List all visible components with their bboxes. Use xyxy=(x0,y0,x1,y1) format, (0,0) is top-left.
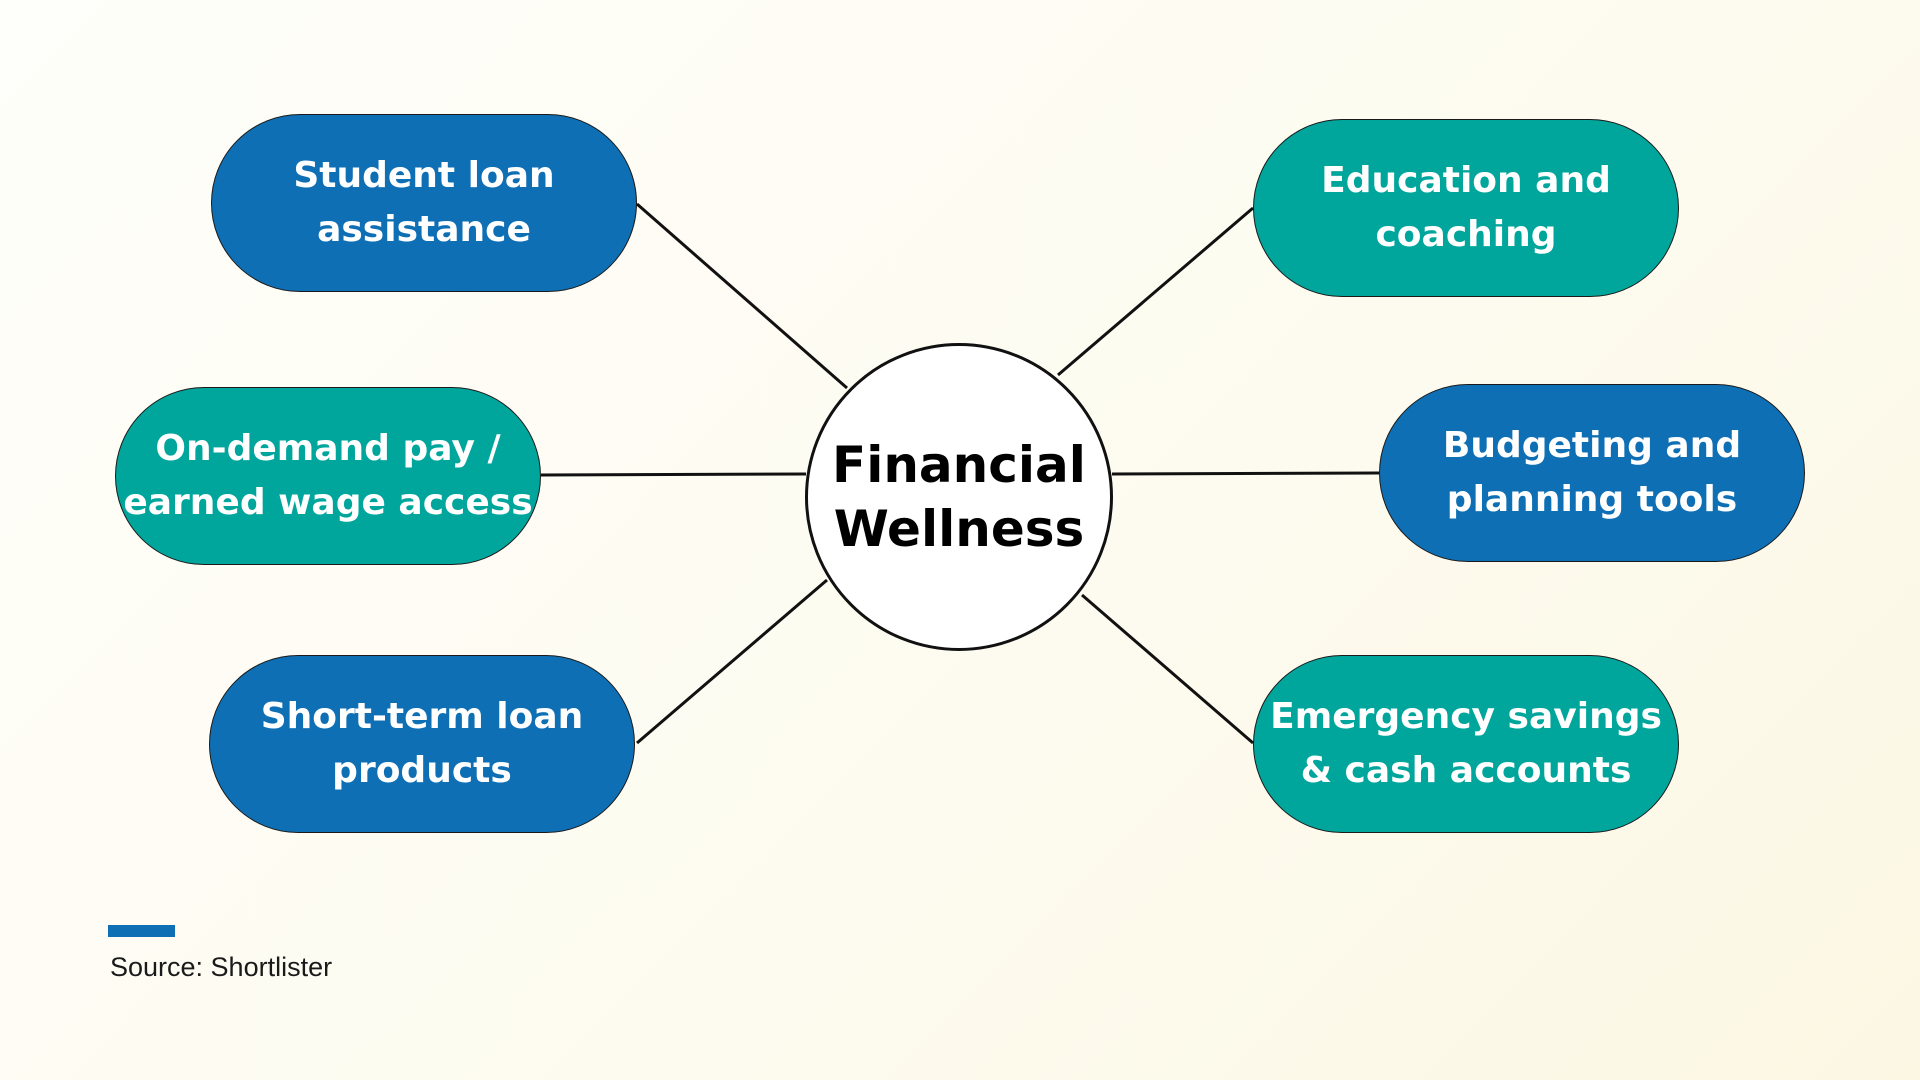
node-education-coaching: Education and coaching xyxy=(1253,119,1679,297)
connector-on-demand-pay xyxy=(540,472,807,477)
node-short-term-loan: Short-term loan products xyxy=(209,655,635,833)
node-label: planning tools xyxy=(1446,479,1738,520)
node-label: Emergency savings xyxy=(1270,696,1662,737)
center-label: Wellness xyxy=(833,500,1085,558)
node-student-loan-assistance: Student loan assistance xyxy=(211,114,637,292)
connector-student-loan xyxy=(636,202,848,390)
node-label: coaching xyxy=(1375,214,1557,255)
connector-short-term-loan xyxy=(636,578,828,745)
connector-emergency-savings xyxy=(1081,593,1254,745)
node-label: & cash accounts xyxy=(1300,750,1632,791)
node-label: Short-term loan xyxy=(260,696,584,737)
node-budgeting-tools: Budgeting and planning tools xyxy=(1379,384,1805,562)
node-label: On-demand pay / xyxy=(155,428,501,469)
source-caption: Source: Shortlister xyxy=(110,952,333,982)
node-label: products xyxy=(332,750,512,791)
node-label: Budgeting and xyxy=(1442,425,1742,466)
connector-education xyxy=(1057,206,1254,377)
node-label: Student loan xyxy=(293,155,555,196)
node-label: Education and xyxy=(1321,160,1611,201)
source-accent-bar xyxy=(108,925,175,937)
connector-budgeting xyxy=(1111,471,1380,476)
node-on-demand-pay: On-demand pay / earned wage access xyxy=(115,387,541,565)
node-emergency-savings: Emergency savings & cash accounts xyxy=(1253,655,1679,833)
node-label: assistance xyxy=(317,209,531,250)
center-label: Financial xyxy=(832,436,1086,494)
node-label: earned wage access xyxy=(123,482,533,523)
